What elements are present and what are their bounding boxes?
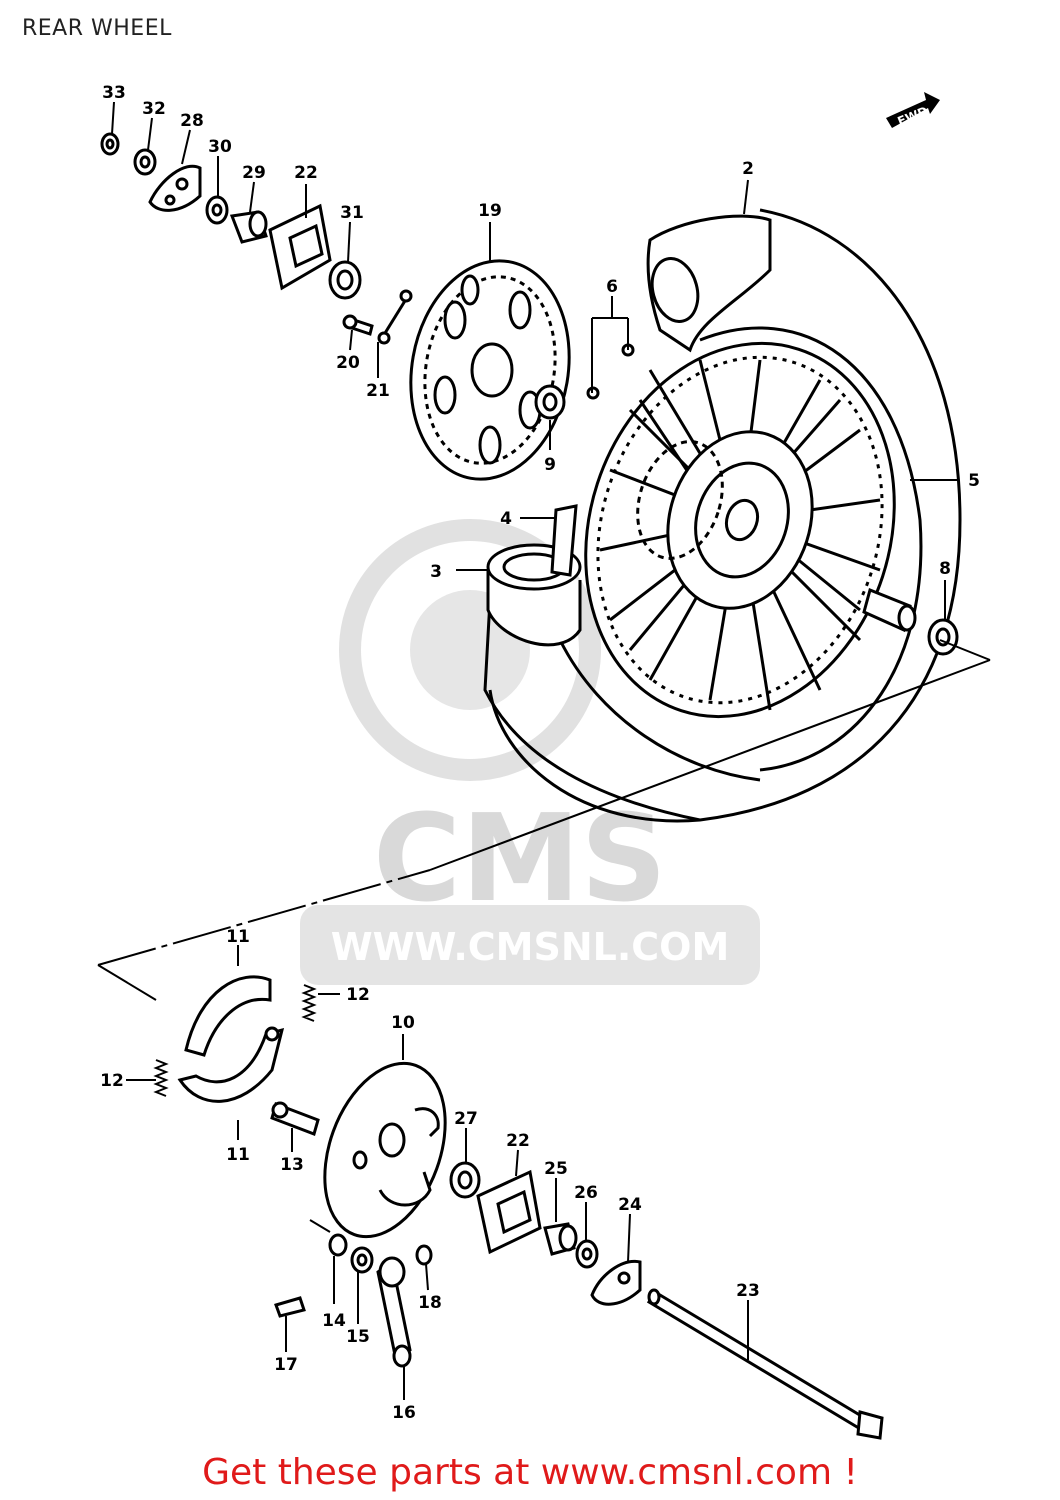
callout-6: 6 — [606, 277, 618, 297]
callout-27: 27 — [454, 1109, 478, 1129]
brake-collar — [449, 1161, 481, 1199]
callout-4: 4 — [500, 509, 512, 529]
callout-29: 29 — [242, 163, 266, 183]
callout-23: 23 — [736, 1281, 760, 1301]
wheel-hub — [636, 430, 814, 610]
callout-30: 30 — [208, 137, 232, 157]
callout-12-left: 12 — [100, 1071, 124, 1091]
callout-12-right: 12 — [346, 985, 370, 1005]
brake-panel — [323, 1061, 447, 1239]
callout-9: 9 — [544, 455, 556, 475]
rear-sprocket — [409, 259, 571, 481]
callout-24: 24 — [618, 1195, 642, 1215]
callout-11-upper: 11 — [226, 927, 250, 947]
callout-32: 32 — [142, 99, 166, 119]
callout-17: 17 — [274, 1355, 298, 1375]
sprocket-drum-parts — [100, 132, 362, 300]
page-title: REAR WHEEL — [22, 16, 172, 41]
callout-5: 5 — [968, 471, 980, 491]
watermark-url: WWW.CMSNL.COM — [331, 925, 730, 969]
brake-springs — [153, 984, 317, 1097]
callout-31: 31 — [340, 203, 364, 223]
callout-2: 2 — [742, 159, 754, 179]
rear-wheel-rim — [483, 208, 962, 823]
axle-spacer — [862, 587, 959, 656]
brake-arm-parts — [274, 1233, 433, 1368]
rim-valve — [550, 504, 578, 577]
callout-28: 28 — [180, 111, 204, 131]
callout-20: 20 — [336, 353, 360, 373]
sprocket-bolt-set — [342, 289, 635, 400]
callout-22-lower: 22 — [506, 1131, 530, 1151]
callout-15: 15 — [346, 1327, 370, 1347]
callout-18: 18 — [418, 1293, 442, 1313]
callout-26: 26 — [574, 1183, 598, 1203]
tire-tube — [646, 214, 772, 353]
callout-19: 19 — [478, 201, 502, 221]
callout-3: 3 — [430, 562, 442, 582]
callout-22-upper: 22 — [294, 163, 318, 183]
forward-arrow-icon: FWD — [886, 92, 940, 129]
rear-axle — [646, 1288, 884, 1440]
sprocket-nut — [534, 384, 566, 420]
callout-numbers: 2 3 4 5 6 8 9 10 11 11 12 12 13 14 15 16… — [100, 83, 980, 1423]
callout-33: 33 — [102, 83, 126, 103]
callout-14: 14 — [322, 1311, 346, 1331]
callout-25: 25 — [544, 1159, 568, 1179]
assembly-outline — [97, 639, 991, 1233]
get-parts-link[interactable]: Get these parts at www.cmsnl.com ! — [202, 1452, 858, 1493]
brake-shoes — [177, 975, 285, 1103]
callout-8: 8 — [939, 559, 951, 579]
chain-adjuster-right — [476, 1169, 642, 1306]
callout-10: 10 — [391, 1013, 415, 1033]
brake-cam — [270, 1101, 320, 1136]
callout-21: 21 — [366, 381, 390, 401]
callout-13: 13 — [280, 1155, 304, 1175]
leader-lines — [111, 101, 958, 1400]
callout-11-lower: 11 — [226, 1145, 250, 1165]
callout-16: 16 — [392, 1403, 416, 1423]
